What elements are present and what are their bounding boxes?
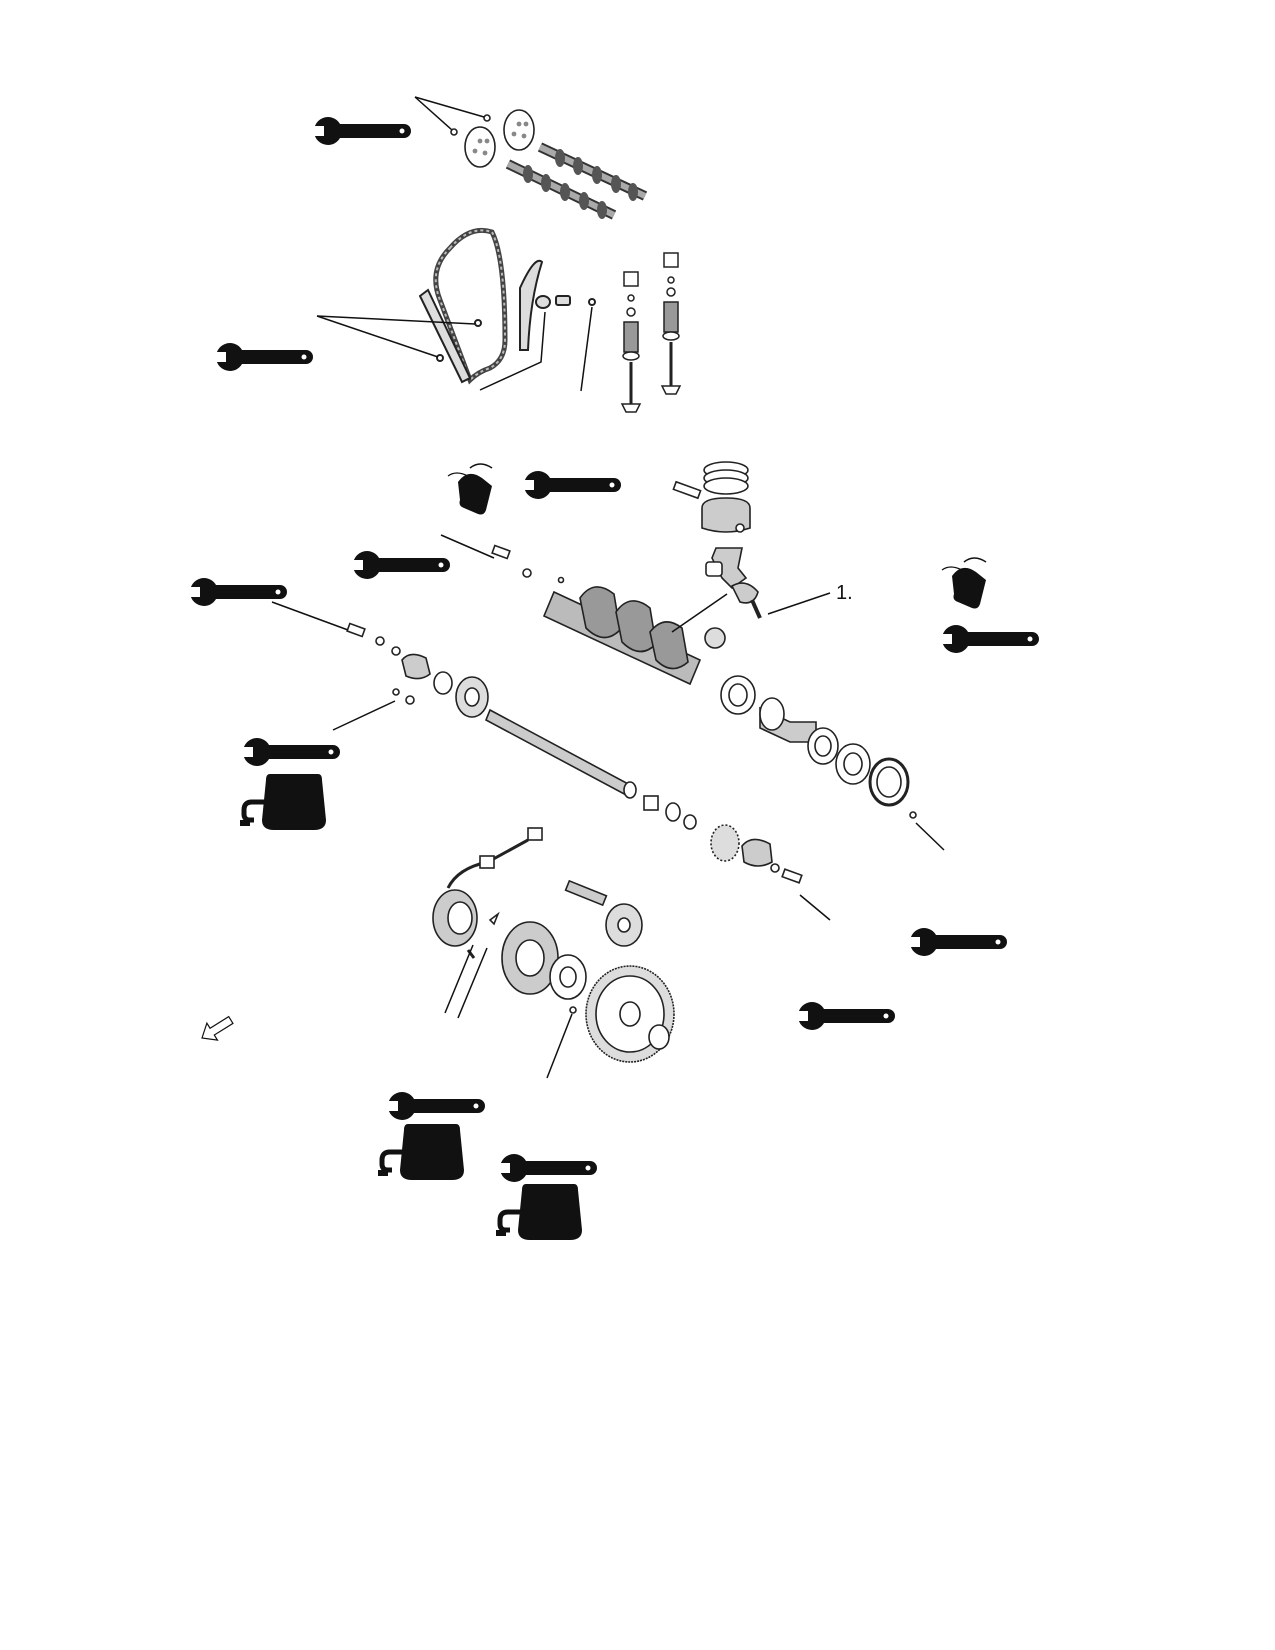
wrench-icon xyxy=(524,471,621,499)
sealant-bottle-icon xyxy=(378,1124,464,1180)
wrench-icon xyxy=(798,1002,895,1030)
piston-pin xyxy=(672,480,702,500)
balancer-weight-rear xyxy=(741,838,773,867)
leader-lines-balance xyxy=(271,601,831,921)
wrench-icon xyxy=(942,625,1039,653)
camshaft-sprocket-lower xyxy=(464,126,496,168)
wrench-icon xyxy=(314,117,411,145)
wrench-icon xyxy=(243,738,340,766)
tensioner-plug xyxy=(555,295,571,306)
valve-set-exhaust xyxy=(660,252,682,395)
valve-set-intake xyxy=(620,271,642,413)
callout-label: 1. xyxy=(836,582,853,604)
tensioner-body xyxy=(535,295,551,309)
sealant-bottle-icon xyxy=(240,774,326,830)
idler-shaft xyxy=(564,879,608,907)
drive-gear xyxy=(710,824,740,862)
camshaft-sprocket-upper xyxy=(503,109,535,151)
timing-chain-assembly xyxy=(418,227,596,385)
leader-lines-generator xyxy=(444,944,573,1079)
front-direction-arrow-icon xyxy=(201,1015,234,1041)
sealant-tube-icon xyxy=(447,463,493,516)
leader-lines-chain xyxy=(316,306,593,392)
circlip xyxy=(648,1024,670,1050)
wrench-icon xyxy=(353,551,450,579)
chain-guide-right xyxy=(519,259,544,351)
piston xyxy=(701,497,751,533)
wrench-icon xyxy=(388,1092,485,1120)
piston-assembly xyxy=(672,461,762,619)
camshaft-assembly xyxy=(450,109,648,220)
balancer-weight xyxy=(401,653,431,680)
leader-lines-camshaft-bolts xyxy=(414,96,485,131)
wrench-icon xyxy=(910,928,1007,956)
balance-shaft-assembly xyxy=(346,622,803,884)
generator-assembly xyxy=(432,827,675,1063)
wrench-icon xyxy=(500,1154,597,1182)
sealant-tube-icon xyxy=(941,557,987,610)
crankshaft-assembly xyxy=(491,544,917,819)
wrench-icon xyxy=(216,343,313,371)
balance-shaft xyxy=(484,708,634,798)
sealant-bottle-icon xyxy=(496,1184,582,1240)
leader-lines-crank xyxy=(440,534,945,851)
spacer xyxy=(433,671,453,695)
chain-tensioner-rail xyxy=(418,288,472,384)
